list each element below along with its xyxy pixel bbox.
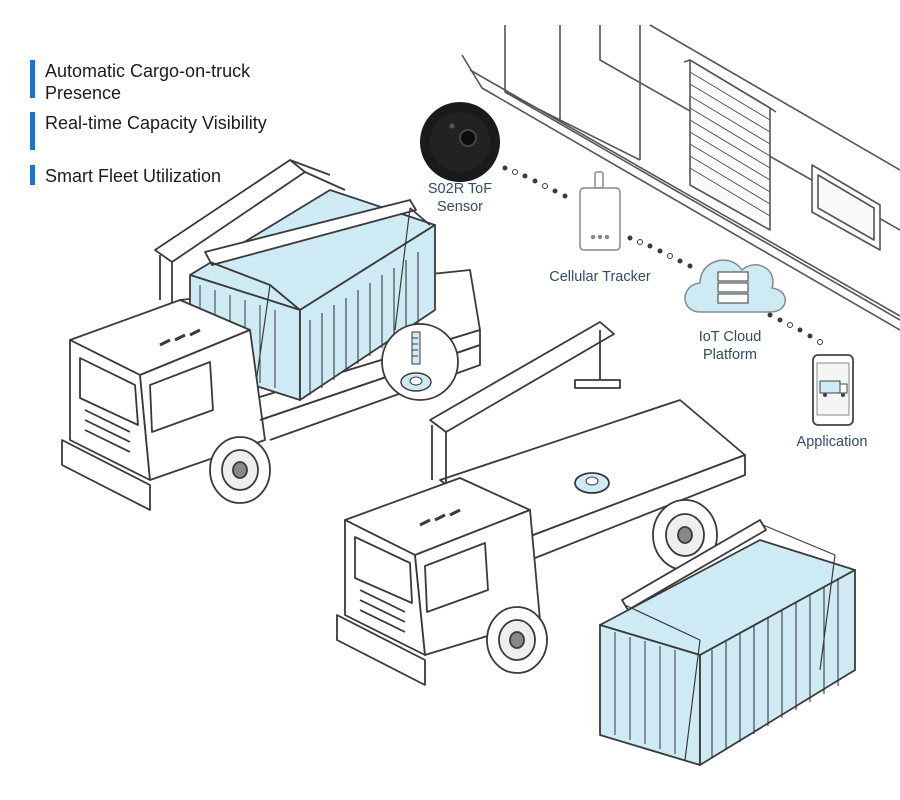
smartphone-icon bbox=[812, 354, 854, 426]
truck1-wheel bbox=[209, 436, 271, 504]
container-ground bbox=[599, 519, 856, 766]
feature-accent-bar bbox=[30, 165, 35, 185]
feature-accent-bar bbox=[30, 112, 35, 150]
cloud-icon bbox=[684, 259, 786, 313]
cloud-label: IoT Cloud Platform bbox=[680, 328, 780, 364]
truck2-wheel-front bbox=[486, 606, 548, 674]
feature-label: Automatic Cargo-on-truck Presence bbox=[45, 61, 251, 103]
tracker-label: Cellular Tracker bbox=[549, 269, 651, 285]
sensor-inset-magnifier bbox=[381, 323, 459, 401]
link-sensor-tracker bbox=[502, 165, 568, 199]
feature-item: Smart Fleet Utilization bbox=[30, 165, 295, 187]
link-cloud-app bbox=[767, 312, 823, 345]
rollup-door bbox=[683, 59, 777, 231]
sensor-label: S02R ToF Sensor bbox=[415, 180, 505, 216]
feature-accent-bar bbox=[30, 60, 35, 98]
truck-loaded bbox=[61, 159, 481, 511]
bed-mounted-sensor bbox=[574, 472, 610, 494]
truck-empty bbox=[336, 321, 746, 686]
sensor-label-line2: Sensor bbox=[437, 199, 483, 215]
sensor-label-line1: S02R ToF bbox=[427, 181, 493, 197]
link-tracker-cloud bbox=[627, 235, 693, 269]
truck2-wheel-rear bbox=[652, 499, 718, 571]
warehouse-building bbox=[461, 24, 900, 331]
feature-label: Smart Fleet Utilization bbox=[45, 166, 222, 186]
cloud-label-line2: Platform bbox=[703, 347, 757, 363]
cloud-label-line1: IoT Cloud bbox=[698, 329, 762, 345]
feature-item: Automatic Cargo-on-truck Presence bbox=[30, 60, 295, 104]
truck-icon bbox=[819, 380, 848, 397]
tof-sensor-device bbox=[420, 102, 500, 182]
feature-label: Real-time Capacity Visibility bbox=[45, 113, 267, 133]
feature-item: Real-time Capacity Visibility bbox=[30, 112, 295, 150]
cellular-tracker-device bbox=[579, 171, 621, 251]
application-label: Application bbox=[796, 434, 868, 450]
building-window bbox=[811, 164, 881, 251]
